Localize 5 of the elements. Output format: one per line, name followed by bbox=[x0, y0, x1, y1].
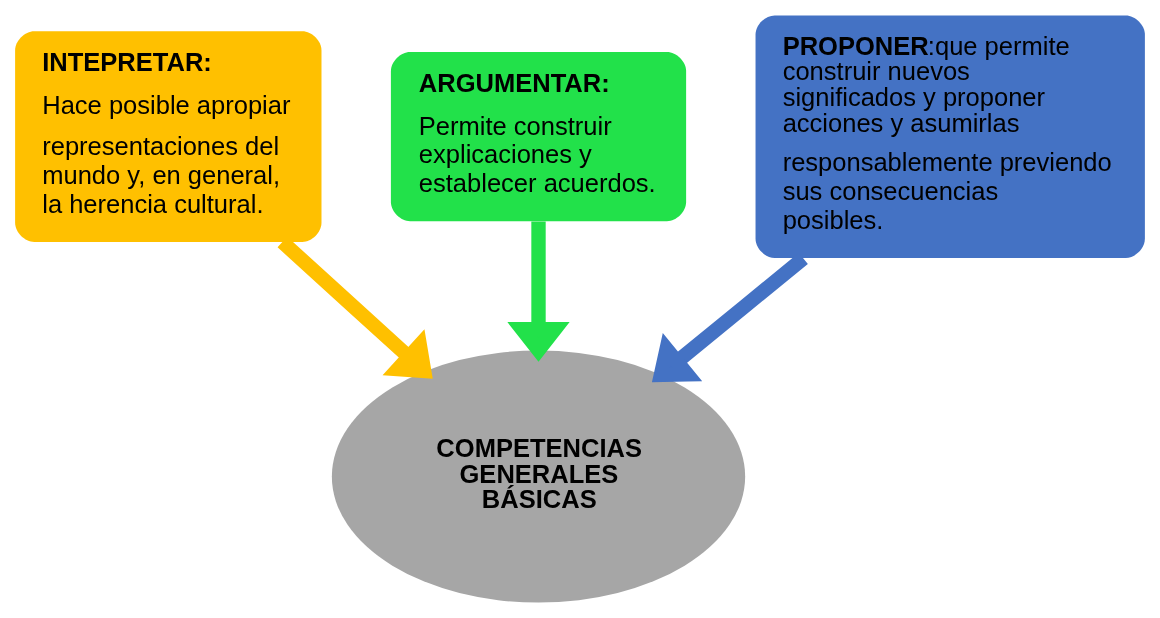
node-box: PROPONER:que permite construir nuevos significados y proponer acciones y asumirlas responsablemente previendo sus consecuencias posibles. bbox=[755, 15, 1145, 258]
node-box: INTEPRETAR: Hace posible apropiar representaciones del mundo y, en general, la herencia cultural. bbox=[15, 31, 322, 242]
node-ellipse: COMPETENCIAS GENERALES BÁSICAS bbox=[331, 350, 746, 603]
node-box: ARGUMENTAR: Permite construir explicaciones y establecer acuerdos. bbox=[390, 52, 687, 222]
arrow bbox=[507, 221, 570, 362]
